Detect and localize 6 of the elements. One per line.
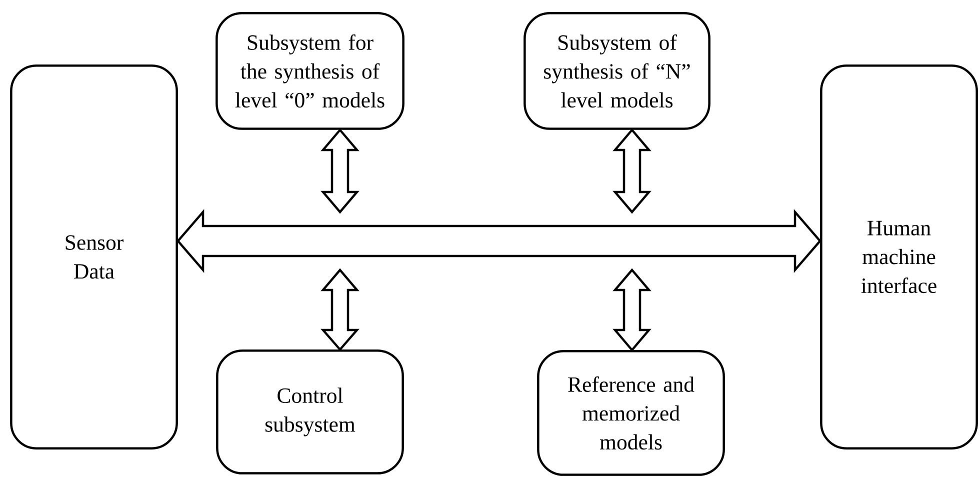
rounded-box: Subsystem for the synthesis of level “0” models <box>216 12 404 130</box>
rounded-box: Sensor Data <box>10 64 178 450</box>
rounded-box: Subsystem of synthesis of “N” level models <box>524 12 710 130</box>
rounded-box: Control subsystem <box>216 350 404 474</box>
rounded-box: Human machine interface <box>820 64 978 450</box>
rounded-box: Reference and memorized models <box>537 350 725 476</box>
